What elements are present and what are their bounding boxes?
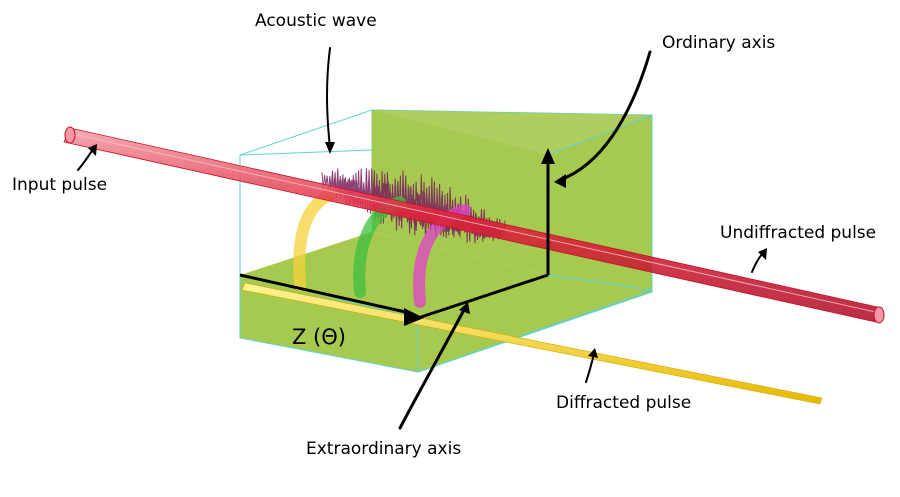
annotation-arrows: [77, 47, 765, 430]
input-pulse-label: Input pulse: [12, 175, 107, 195]
crystal-axes: [239, 160, 550, 320]
input-beam: [63, 126, 885, 324]
acoustic-wave-label: Acoustic wave: [255, 11, 377, 31]
ordinary-axis-label: Ordinary axis: [662, 33, 775, 53]
crystal-floor-face: [240, 232, 548, 318]
z-axis-label: Z (Θ): [292, 325, 346, 349]
ordinary-axis-pointer: [558, 50, 652, 182]
diffracted-beam: [241, 282, 823, 405]
undiffracted-pulse-label: Undiffracted pulse: [720, 223, 876, 243]
curved-arrow-icon: [88, 142, 767, 358]
extraordinary-axis-pointer: [398, 306, 467, 430]
z-axis-arrowhead-icon: [404, 308, 424, 326]
acoustic-wave-pointer: [326, 47, 331, 149]
diffracted-pulse-label: Diffracted pulse: [556, 393, 691, 413]
extraordinary-axis-label: Extraordinary axis: [306, 439, 461, 459]
ordinary-axis-arrowhead-icon: [541, 148, 555, 164]
